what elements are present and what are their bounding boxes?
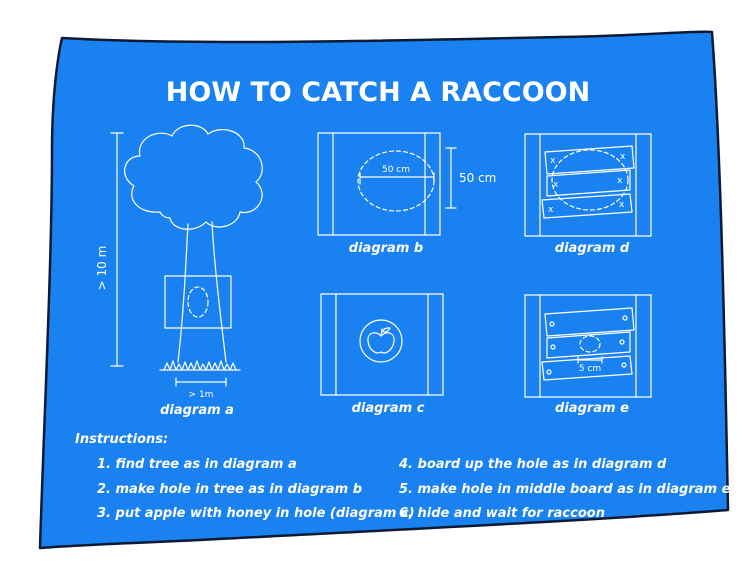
instruction-step: 1. find tree as in diagram a: [97, 457, 297, 472]
tree-crown: [124, 124, 263, 230]
tree-trunk: [177, 221, 227, 363]
svg-text:x: x: [619, 200, 625, 210]
diagram-d: x x x x x x diagram d: [524, 133, 652, 256]
instructions: Instructions: 1. find tree as in diagram…: [75, 432, 731, 521]
apple-icon: [367, 327, 395, 354]
diagram-b-caption: diagram b: [349, 241, 423, 256]
small-hole: [579, 335, 601, 353]
instruction-step: 4. board up the hole as in diagram d: [398, 457, 667, 472]
svg-text:x: x: [553, 180, 559, 190]
diagram-b: 50 cm 50 cm diagram b: [317, 132, 496, 256]
small-hole-label: 5 cm: [579, 364, 601, 374]
svg-text:x: x: [620, 152, 626, 162]
diagram-c-caption: diagram c: [352, 401, 425, 416]
grass: [159, 360, 241, 371]
instructions-heading: Instructions:: [75, 432, 168, 447]
board-planks: [541, 145, 635, 219]
instruction-step: 2. make hole in tree as in diagram b: [97, 482, 362, 497]
svg-text:x: x: [548, 205, 554, 215]
tree-height-label: > 10 m: [95, 246, 109, 291]
hole-width-label: 50 cm: [382, 165, 410, 175]
nails: [546, 315, 628, 375]
board-height-label: 50 cm: [459, 171, 496, 185]
svg-text:x: x: [550, 156, 556, 166]
page-title: HOW TO CATCH A RACCOON: [166, 77, 590, 108]
instruction-step: 3. put apple with honey in hole (diagram…: [97, 506, 415, 521]
diagram-a-caption: diagram a: [160, 403, 234, 418]
diagram-d-caption: diagram d: [555, 241, 630, 256]
tree-hole: [187, 286, 209, 318]
blueprint-sheet: [38, 30, 730, 550]
diagram-e-caption: diagram e: [555, 401, 629, 416]
instruction-step: 5. make hole in middle board as in diagr…: [399, 482, 731, 497]
diagram-e: 5 cm diagram e: [524, 294, 652, 416]
tree-width-label: > 1m: [189, 390, 214, 400]
svg-text:x: x: [617, 176, 623, 186]
instruction-step: 6. hide and wait for raccoon: [399, 506, 605, 521]
diagram-a: > 10 m > 1m diagram a: [95, 124, 263, 418]
nail-marks: x x x x x x: [548, 152, 626, 215]
diagram-c: diagram c: [320, 293, 444, 416]
